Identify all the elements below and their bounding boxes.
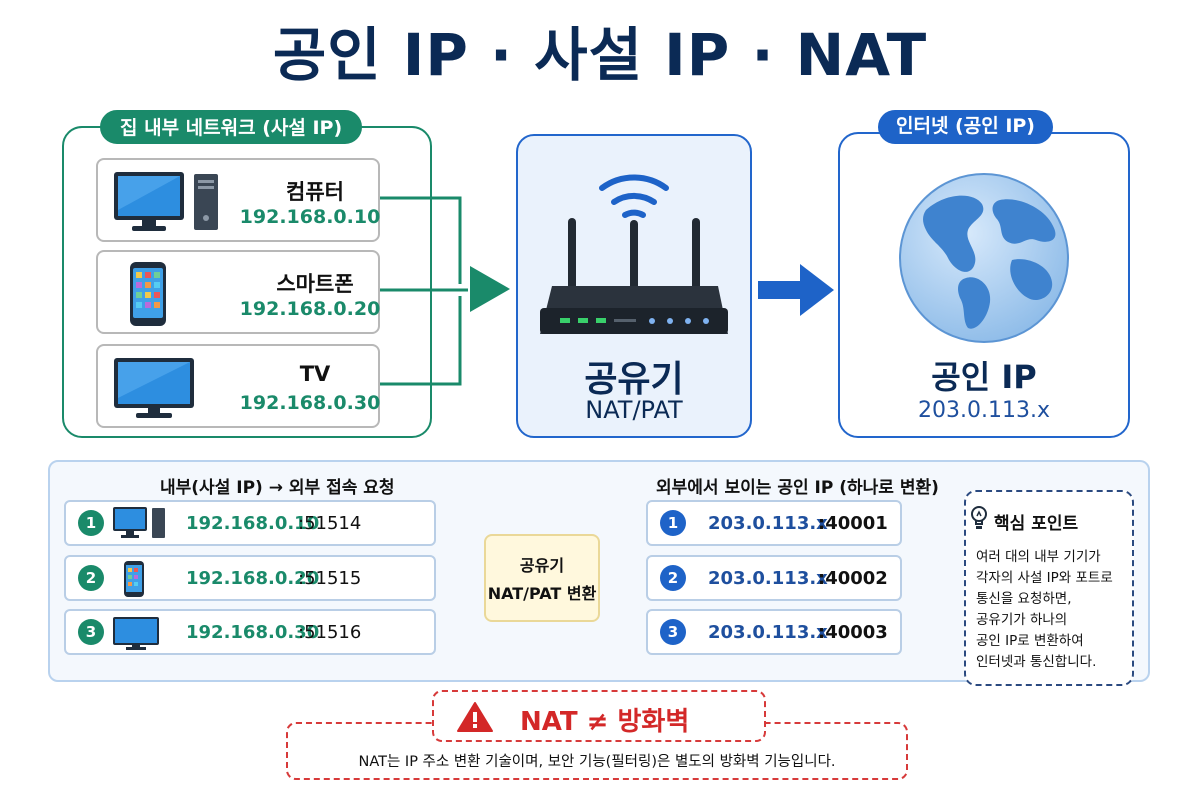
public-header: 외부에서 보이는 공인 IP (하나로 변환) xyxy=(656,478,939,498)
private-ip: 192.168.0.30 xyxy=(186,622,320,643)
warning-text: NAT는 IP 주소 변환 기술이며, 보안 기능(필터링)은 별도의 방화벽 … xyxy=(358,754,836,770)
key-point-line: 통신을 요청하면, xyxy=(976,591,1072,607)
warning-title-box xyxy=(432,690,766,742)
page-title: 공인 IP · 사설 IP · NAT xyxy=(272,21,928,89)
row-number: 3 xyxy=(78,619,104,645)
private-ip: 192.168.0.10 xyxy=(186,513,320,534)
internet-ip: 203.0.113.x xyxy=(918,398,1050,423)
device-name: TV xyxy=(299,362,331,386)
arrow-router-to-internet xyxy=(800,264,834,316)
private-row: 3 192.168.0.30 :51516 xyxy=(64,609,436,655)
key-point-title: 핵심 포인트 xyxy=(994,514,1079,534)
router-icon xyxy=(540,174,728,334)
private-ip: 192.168.0.20 xyxy=(186,568,320,589)
nat-box-title: 공유기 xyxy=(519,556,565,575)
public-port: :40003 xyxy=(818,622,888,643)
device-name: 컴퓨터 xyxy=(286,180,344,204)
nat-box-subtitle: NAT/PAT 변환 xyxy=(487,584,597,603)
public-port: :40001 xyxy=(818,513,888,534)
row-number: 1 xyxy=(78,510,104,536)
internet-name: 공인 IP xyxy=(931,358,1037,396)
device-card-computer: 컴퓨터 192.168.0.10 xyxy=(96,158,380,242)
tv-icon xyxy=(113,617,159,650)
warning-title: NAT ≠ 방화벽 xyxy=(520,707,690,737)
key-point-line: 여러 대의 내부 기기가 xyxy=(976,549,1101,565)
private-port: :51515 xyxy=(298,568,362,589)
warning-icon xyxy=(457,702,493,732)
device-ip: 192.168.0.30 xyxy=(239,392,381,414)
nat-conversion-box: 공유기 NAT/PAT 변환 xyxy=(484,534,600,622)
device-card-smartphone: 스마트폰 192.168.0.20 xyxy=(96,250,380,334)
lightbulb-icon xyxy=(971,506,987,529)
public-row: 1 203.0.113.x :40001 xyxy=(646,500,902,546)
key-point-line: 인터넷과 통신합니다. xyxy=(976,654,1097,670)
row-number: 2 xyxy=(78,565,104,591)
private-row: 1 192.168.0.10 :51514 xyxy=(64,500,436,546)
router-name: 공유기 xyxy=(584,359,684,400)
globe-icon xyxy=(899,173,1069,343)
tv-icon xyxy=(114,358,194,418)
public-ip: 203.0.113.x xyxy=(708,513,828,534)
key-point-line: 각자의 사설 IP와 포트로 xyxy=(976,570,1113,586)
private-port: :51516 xyxy=(298,622,362,643)
computer-icon xyxy=(113,507,165,538)
device-ip: 192.168.0.20 xyxy=(239,298,381,320)
public-ip: 203.0.113.x xyxy=(708,622,828,643)
row-number: 3 xyxy=(660,619,686,645)
public-port: :40002 xyxy=(818,568,888,589)
smartphone-icon xyxy=(124,561,144,597)
row-number: 1 xyxy=(660,510,686,536)
internet-label: 인터넷 (공인 IP) xyxy=(878,110,1053,144)
device-ip: 192.168.0.10 xyxy=(239,206,381,228)
computer-icon xyxy=(114,172,218,231)
arrow-home-to-router xyxy=(470,266,510,312)
public-row: 2 203.0.113.x :40002 xyxy=(646,555,902,601)
router-subtitle: NAT/PAT xyxy=(585,396,683,424)
public-ip: 203.0.113.x xyxy=(708,568,828,589)
home-network-label: 집 내부 네트워크 (사설 IP) xyxy=(100,110,363,144)
key-point-line: 공유기가 하나의 xyxy=(976,612,1068,628)
key-point-box xyxy=(964,490,1134,686)
public-row: 3 203.0.113.x :40003 xyxy=(646,609,902,655)
device-name: 스마트폰 xyxy=(276,272,354,296)
private-header: 내부(사설 IP) → 외부 접속 요청 xyxy=(160,478,395,498)
smartphone-icon xyxy=(130,262,166,326)
private-port: :51514 xyxy=(298,513,362,534)
private-row: 2 192.168.0.20 :51515 xyxy=(64,555,436,601)
device-card-tv: TV 192.168.0.30 xyxy=(96,344,380,428)
row-number: 2 xyxy=(660,565,686,591)
wifi-icon xyxy=(599,174,669,218)
key-point-line: 공인 IP로 변환하여 xyxy=(976,633,1084,649)
